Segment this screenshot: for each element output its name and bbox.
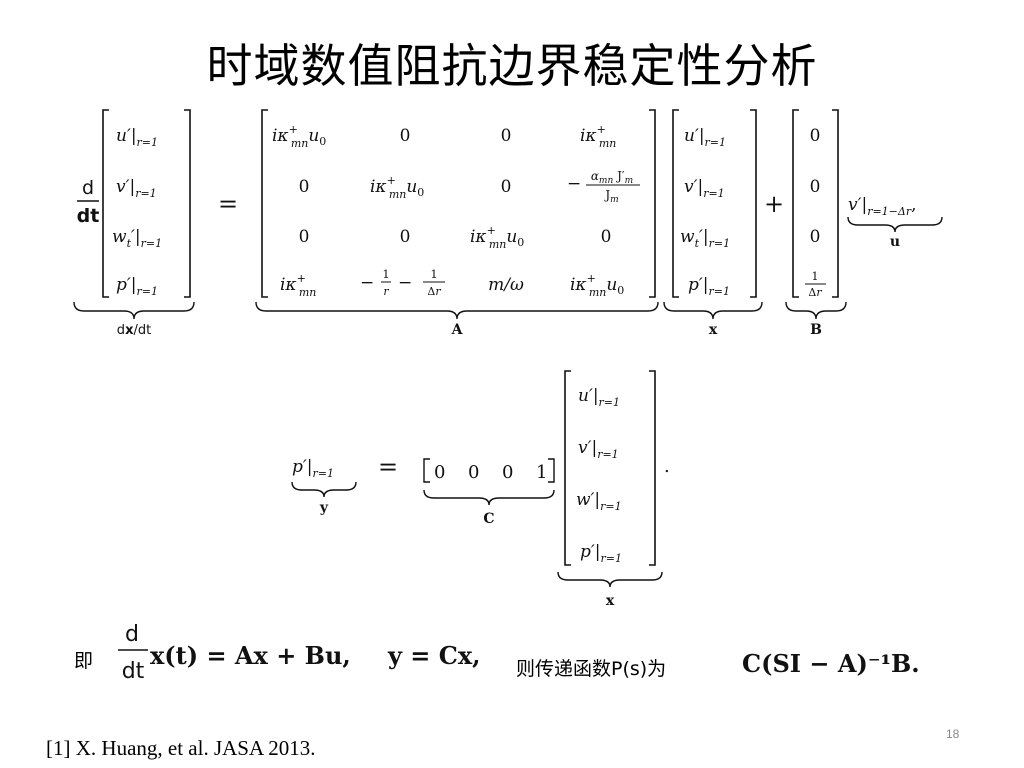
lhs-underbrace [73, 301, 195, 320]
matrix-A-right-bracket [649, 109, 656, 298]
matrix-A-label: A [451, 322, 464, 338]
C-entry-1: 0 [434, 462, 445, 483]
A-13: 0 [501, 126, 512, 146]
output-equation: p′|r=1 y = 0 0 0 1 C u′|r=1 v′|r=1 w′|r=… [291, 370, 670, 609]
lhs-right-bracket [184, 109, 191, 298]
B-entry-2: 0 [810, 177, 821, 197]
A-14: iκ+mn [580, 123, 616, 150]
eq2-x-left-bracket [564, 370, 571, 566]
C-row-label: C [483, 511, 494, 527]
A-42-frac2-den: Δr [427, 285, 441, 298]
eq2-x-entry-w: w′|r=1 [576, 490, 622, 513]
eq2-lhs: p′|r=1 [292, 457, 334, 480]
A-42-frac1-num: 1 [383, 268, 390, 281]
lhs-entry-p: p′|r=1 [116, 275, 158, 298]
eq2-x-right-bracket [649, 370, 656, 566]
page-number: 18 [946, 727, 960, 741]
C-row-underbrace [423, 489, 555, 506]
u-underbrace [847, 216, 943, 233]
A-33: iκ+mnu0 [470, 224, 524, 251]
eq2-x-label: x [606, 593, 615, 609]
B-vector-underbrace [785, 301, 847, 320]
eq2-x-entry-v: v′|r=1 [578, 438, 619, 461]
eq2-x-underbrace [557, 571, 663, 588]
C-row-left-bracket [423, 458, 430, 483]
A-24-minus: − [567, 174, 581, 194]
eq2-lhs-label: y [319, 500, 329, 516]
state-equation: d dt u′|r=1 v′|r=1 wt′|r=1 p′|r=1 dx/dt … [73, 109, 943, 338]
A-24-numerator: αmn J′m [591, 169, 633, 186]
x-entry-w: wt′|r=1 [680, 227, 730, 250]
eq3-d: d [125, 622, 139, 647]
matrix-A-underbrace [255, 301, 659, 320]
C-entry-2: 0 [468, 462, 479, 483]
x-vector-underbrace [663, 301, 763, 320]
A-32: 0 [400, 227, 411, 247]
A-11: iκ+mnu0 [272, 123, 326, 150]
u-label: u [890, 234, 900, 250]
ji-label: 即 [74, 650, 94, 672]
eq2-lhs-underbrace [291, 481, 357, 498]
eq3-state-equation: x(t) = Ax + Bu, [150, 641, 351, 670]
A-42-frac1-den: r [383, 285, 389, 298]
x-entry-u: u′|r=1 [684, 126, 726, 149]
lhs-underbrace-label: dx/dt [117, 323, 151, 338]
B-entry-1: 0 [810, 126, 821, 146]
transfer-function-label: 则传递函数P(s)为 [516, 658, 667, 680]
A-31: 0 [299, 227, 310, 247]
eq1-plus-sign: + [764, 190, 784, 218]
lhs-entry-u: u′|r=1 [116, 126, 158, 149]
B-vector-left-bracket [792, 109, 799, 298]
C-row-right-bracket [548, 458, 555, 483]
eq1-equals-sign: = [218, 190, 238, 218]
C-entry-4: 1 [536, 462, 547, 483]
A-44: iκ+mnu0 [570, 272, 624, 299]
ddt-denominator: dt [77, 205, 100, 227]
B-vector-label: B [810, 322, 822, 338]
state-space-summary: d dt x(t) = Ax + Bu, y = Cx, C(SI − A)⁻¹… [118, 622, 920, 684]
B-vector-right-bracket [832, 109, 839, 298]
eq2-x-entry-u: u′|r=1 [578, 386, 620, 409]
A-43: m/ω [488, 275, 524, 295]
A-22: iκ+mnu0 [370, 174, 424, 201]
A-24-denominator: Jm [603, 188, 618, 205]
x-entry-v: v′|r=1 [684, 177, 725, 200]
x-entry-p: p′|r=1 [688, 275, 730, 298]
B-entry-4-num: 1 [812, 270, 819, 283]
A-21: 0 [299, 177, 310, 197]
x-vector-label: x [709, 322, 718, 338]
A-42-minus: − [360, 273, 374, 293]
slide-title: 时域数值阻抗边界稳定性分析 [206, 39, 818, 93]
A-23: 0 [501, 177, 512, 197]
lhs-entry-v: v′|r=1 [116, 177, 157, 200]
C-entry-3: 0 [502, 462, 513, 483]
lhs-entry-w: wt′|r=1 [112, 227, 162, 250]
A-42-frac2-num: 1 [431, 268, 438, 281]
x-vector-left-bracket [672, 109, 679, 298]
A-12: 0 [400, 126, 411, 146]
ddt-numerator: d [82, 177, 94, 199]
eq2-equals-sign: = [378, 453, 398, 481]
transfer-function-expression: C(SI − A)⁻¹B. [742, 649, 920, 678]
A-41: iκ+mn [280, 272, 316, 299]
B-entry-4-den: Δr [808, 286, 822, 299]
eq2-x-entry-p: p′|r=1 [580, 542, 622, 565]
eq3-output-equation: y = Cx, [387, 641, 481, 670]
lhs-left-bracket [102, 109, 109, 298]
A-42-minus2: − [398, 273, 412, 293]
reference-citation: [1] X. Huang, et al. JASA 2013. [46, 736, 316, 760]
A-34: 0 [601, 227, 612, 247]
eq3-dt: dt [122, 659, 145, 684]
u-term: v′|r=1−Δr, [848, 195, 917, 218]
B-entry-3: 0 [810, 227, 821, 247]
x-vector-right-bracket [750, 109, 757, 298]
matrix-A-left-bracket [261, 109, 268, 298]
eq2-period: . [664, 456, 670, 477]
